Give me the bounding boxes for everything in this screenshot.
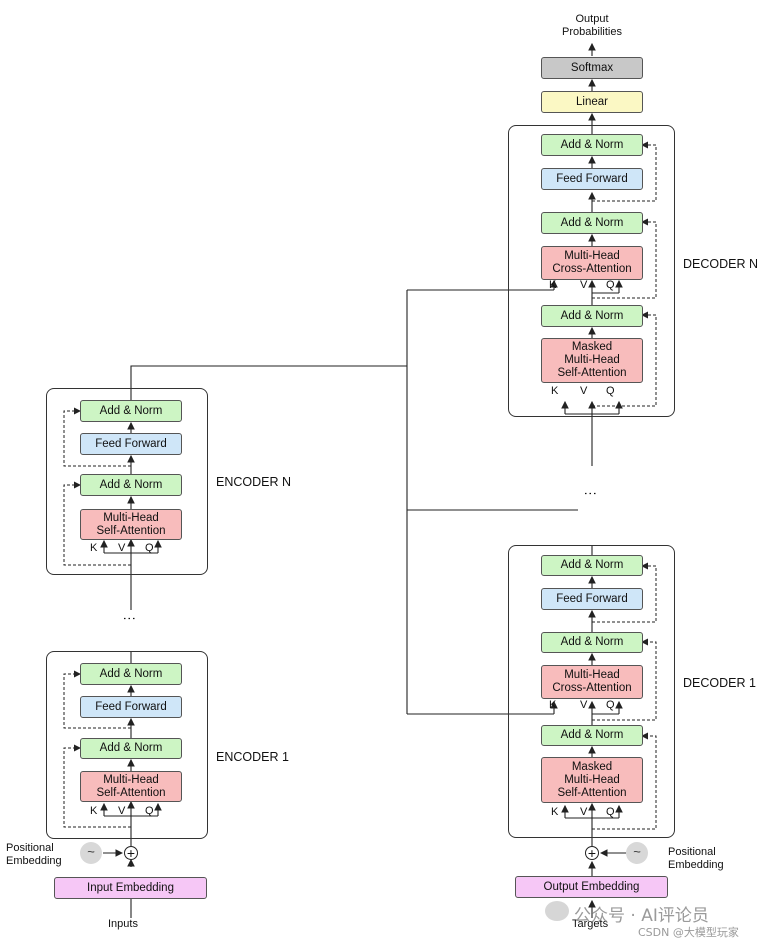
encoder-stack-ellipsis: ⋮ (122, 612, 137, 624)
encoder-1-add-norm-top: Add & Norm (80, 663, 182, 685)
decoder-n-add-norm-cross: Add & Norm (541, 212, 643, 234)
encoder-n-add-norm-mid: Add & Norm (80, 474, 182, 496)
targets-label: Targets (572, 918, 609, 930)
decoder-1-self-k-label: K (551, 806, 559, 818)
decoder-n-self-v-label: V (580, 385, 588, 397)
decoder-n-feed-forward: Feed Forward (541, 168, 643, 190)
encoder-1-self-attention: Multi-Head Self-Attention (80, 771, 182, 802)
decoder-n-cross-attention: Multi-Head Cross-Attention (541, 246, 643, 280)
decoder-1-self-v-label: V (580, 806, 588, 818)
decoder-n-add-norm-masked: Add & Norm (541, 305, 643, 327)
decoder-1-self-q-label: Q (606, 806, 615, 818)
decoder-n-masked-self-attention: Masked Multi-Head Self-Attention (541, 338, 643, 383)
encoder-n-add-norm-top: Add & Norm (80, 400, 182, 422)
decoder-n-label: DECODER N (683, 257, 759, 271)
encoder-n-k-label: K (90, 542, 98, 554)
encoder-n-label: ENCODER N (216, 475, 292, 489)
decoder-stack-ellipsis: ⋮ (583, 487, 598, 499)
decoder-1-masked-self-attention: Masked Multi-Head Self-Attention (541, 757, 643, 803)
decoder-n-self-q-label: Q (606, 385, 615, 397)
encoder-1-frame (46, 651, 208, 839)
encoder-1-q-label: Q (145, 805, 154, 817)
decoder-1-cross-q-label: Q (606, 699, 615, 711)
linear-block: Linear (541, 91, 643, 113)
decoder-1-cross-attention: Multi-Head Cross-Attention (541, 665, 643, 699)
encoder-1-k-label: K (90, 805, 98, 817)
encoder-1-feed-forward: Feed Forward (80, 696, 182, 718)
decoder-1-frame (508, 545, 675, 838)
encoder-positional-wave-icon: ~ (80, 842, 102, 864)
decoder-positional-wave-icon: ~ (626, 842, 648, 864)
decoder-n-add-norm-top: Add & Norm (541, 134, 643, 156)
encoder-n-frame (46, 388, 208, 575)
input-embedding-block: Input Embedding (54, 877, 207, 899)
decoder-1-label: DECODER 1 (683, 676, 756, 690)
encoder-n-q-label: Q (145, 542, 154, 554)
decoder-n-frame (508, 125, 675, 417)
encoder-add-plus-icon: + (124, 846, 138, 860)
decoder-n-cross-k-label: K (549, 279, 557, 291)
softmax-block: Softmax (541, 57, 643, 79)
watermark-line1: 公众号 · AI评论员 (574, 906, 709, 926)
decoder-n-self-k-label: K (551, 385, 559, 397)
encoder-n-feed-forward: Feed Forward (80, 433, 182, 455)
watermark-line2: CSDN @大模型玩家 (638, 926, 739, 939)
decoder-1-add-norm-cross: Add & Norm (541, 632, 643, 653)
decoder-n-cross-q-label: Q (606, 279, 615, 291)
decoder-1-cross-k-label: K (549, 699, 557, 711)
encoder-n-self-attention: Multi-Head Self-Attention (80, 509, 182, 540)
decoder-1-add-norm-top: Add & Norm (541, 555, 643, 576)
decoder-1-cross-v-label: V (580, 699, 588, 711)
encoder-n-v-label: V (118, 542, 126, 554)
wechat-logo-icon (545, 901, 569, 921)
encoder-1-label: ENCODER 1 (216, 750, 289, 764)
decoder-1-add-norm-masked: Add & Norm (541, 725, 643, 746)
encoder-1-v-label: V (118, 805, 126, 817)
encoder-positional-embedding-label: Positional Embedding (6, 842, 62, 867)
decoder-positional-embedding-label: Positional Embedding (668, 846, 724, 871)
encoder-1-add-norm-mid: Add & Norm (80, 738, 182, 759)
output-embedding-block: Output Embedding (515, 876, 668, 898)
inputs-label: Inputs (108, 918, 138, 930)
output-probabilities-label: Output Probabilities (562, 13, 622, 38)
decoder-add-plus-icon: + (585, 846, 599, 860)
decoder-1-feed-forward: Feed Forward (541, 588, 643, 610)
decoder-n-cross-v-label: V (580, 279, 588, 291)
